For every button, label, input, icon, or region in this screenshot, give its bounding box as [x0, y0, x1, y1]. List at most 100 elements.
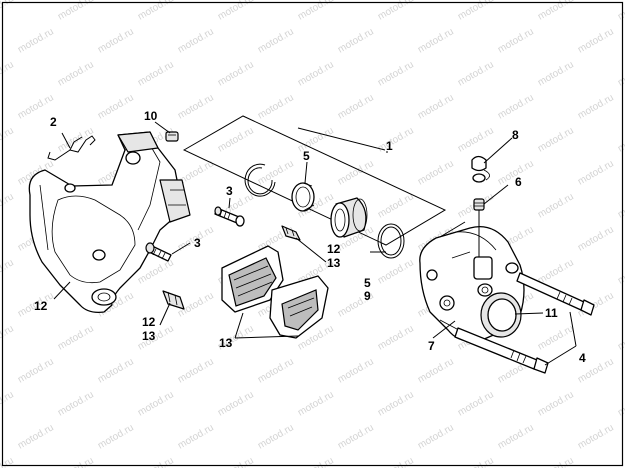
- bleed-screw: [473, 198, 485, 257]
- watermark-text: motod.ru: [256, 92, 296, 121]
- watermark-text: motod.ru: [296, 455, 336, 468]
- watermark-text: motod.ru: [136, 455, 176, 468]
- watermark-text: motod.ru: [216, 389, 256, 418]
- watermark-text: motod.ru: [96, 356, 136, 385]
- callout-3-lower: 3: [194, 236, 201, 250]
- watermark-text: motod.ru: [96, 26, 136, 55]
- pad-spring-right: [281, 225, 301, 241]
- watermark-text: motod.ru: [416, 92, 456, 121]
- watermark-text: motod.ru: [376, 0, 416, 23]
- pin-cap: [165, 131, 179, 142]
- callout-10: 10: [144, 109, 158, 123]
- watermark-text: motod.ru: [256, 26, 296, 55]
- retaining-ring: [244, 163, 276, 197]
- watermark-text: motod.ru: [576, 422, 616, 451]
- watermark-text: motod.ru: [496, 92, 536, 121]
- watermark-text: motod.ru: [336, 92, 376, 121]
- pad-spring-left: [162, 290, 185, 310]
- watermark-text: motod.ru: [416, 422, 456, 451]
- watermark-text: motod.ru: [536, 455, 576, 468]
- callout-7: 7: [428, 339, 435, 353]
- watermark-text: motod.ru: [296, 59, 336, 88]
- watermark-text: motod.ru: [96, 422, 136, 451]
- watermark-text: motod.ru: [136, 59, 176, 88]
- watermark-text: motod.ru: [536, 257, 576, 286]
- watermark-text: motod.ru: [216, 59, 256, 88]
- watermark-text: motod.ru: [296, 389, 336, 418]
- watermark-text: motod.ru: [416, 26, 456, 55]
- caliper-bracket: [28, 131, 191, 313]
- watermark-text: motod.ru: [456, 389, 496, 418]
- watermark-text: motod.ru: [296, 0, 336, 23]
- watermark-text: motod.ru: [376, 323, 416, 352]
- dust-seal: [291, 182, 315, 212]
- watermark-text: motod.ru: [376, 59, 416, 88]
- watermark-text: motod.ru: [616, 389, 625, 418]
- watermark-text: motod.ru: [496, 422, 536, 451]
- watermark-text: motod.ru: [536, 59, 576, 88]
- watermark-text: motod.ru: [616, 257, 625, 286]
- callout-13-pads: 13: [219, 336, 233, 350]
- callout-9: 9: [364, 289, 371, 303]
- watermark-text: motod.ru: [456, 455, 496, 468]
- watermark-text: motod.ru: [136, 0, 176, 23]
- watermark-text: motod.ru: [336, 356, 376, 385]
- mounting-bolts: [454, 272, 595, 374]
- watermark-text: motod.ru: [16, 356, 56, 385]
- callout-12-bracket: 12: [34, 299, 48, 313]
- callout-6: 6: [515, 175, 522, 189]
- callout-labels: 1 2 10 3 3 5 5 9 8 6 11 4 7 12 12 13 12 …: [34, 109, 586, 365]
- watermark-text: motod.ru: [416, 158, 456, 187]
- watermark-text: motod.ru: [616, 455, 625, 468]
- watermark-text: motod.ru: [376, 125, 416, 154]
- watermark-text: motod.ru: [616, 59, 625, 88]
- watermark-text: motod.ru: [536, 125, 576, 154]
- watermark-text: motod.ru: [56, 59, 96, 88]
- watermark-text: motod.ru: [56, 0, 96, 23]
- watermark-text: motod.ru: [616, 323, 625, 352]
- watermark-text: motod.ru: [216, 455, 256, 468]
- caliper-body: [419, 225, 525, 342]
- watermark-text: motod.ru: [456, 125, 496, 154]
- watermark-text: motod.ru: [616, 125, 625, 154]
- callout-12-spring-left: 12: [142, 315, 156, 329]
- callout-5-lower: 5: [364, 276, 371, 290]
- callout-8: 8: [512, 128, 519, 142]
- watermark-text: motod.ru: [176, 356, 216, 385]
- watermark-text: motod.ru: [176, 92, 216, 121]
- callout-13-spring-right: 13: [327, 256, 341, 270]
- watermark-text: motod.ru: [376, 455, 416, 468]
- callout-1: 1: [386, 139, 393, 153]
- callout-4: 4: [579, 351, 586, 365]
- watermark-text: motod.ru: [136, 389, 176, 418]
- watermark-text: motod.ru: [536, 191, 576, 220]
- watermark-text: motod.ru: [176, 422, 216, 451]
- watermark-text: motod.ru: [176, 26, 216, 55]
- watermark-text: motod.ru: [336, 26, 376, 55]
- callout-5-upper: 5: [303, 149, 310, 163]
- watermark-text: motod.ru: [536, 389, 576, 418]
- watermark-text: motod.ru: [16, 26, 56, 55]
- watermark-text: motod.ru: [56, 389, 96, 418]
- slide-pin-lower: [145, 242, 172, 262]
- watermark-text: motod.ru: [376, 191, 416, 220]
- callout-2: 2: [50, 115, 57, 129]
- bleed-cap: [471, 155, 490, 183]
- watermark-text: motod.ru: [576, 26, 616, 55]
- watermark-text: motod.ru: [456, 59, 496, 88]
- watermark-text: motod.ru: [456, 0, 496, 23]
- watermark-text: motod.ru: [0, 455, 16, 468]
- watermark-text: motod.ru: [576, 224, 616, 253]
- watermark-text: motod.ru: [496, 26, 536, 55]
- watermark-text: motod.ru: [256, 422, 296, 451]
- watermark-text: motod.ru: [376, 389, 416, 418]
- piston: [330, 197, 368, 238]
- slide-pin-upper: [214, 206, 245, 227]
- watermark-text: motod.ru: [376, 257, 416, 286]
- watermark-text: motod.ru: [216, 125, 256, 154]
- watermark-text: motod.ru: [616, 0, 625, 23]
- brake-pads: [221, 245, 329, 339]
